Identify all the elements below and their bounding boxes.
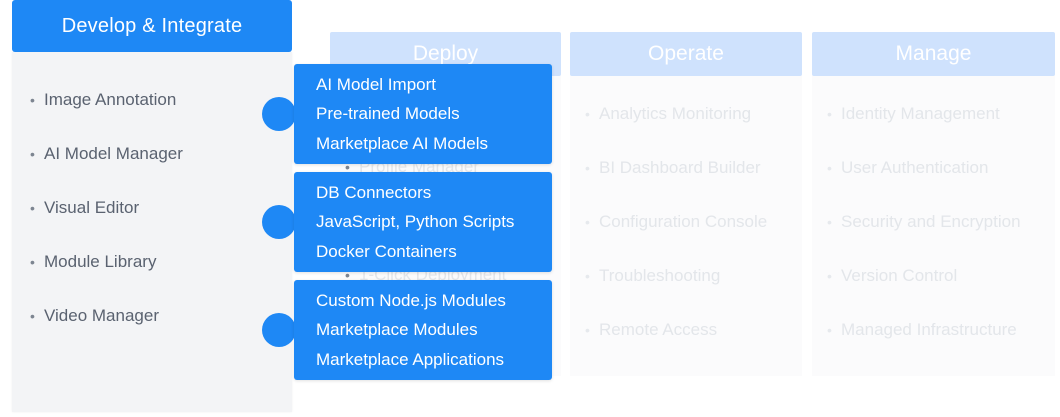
bullet: • [30, 200, 35, 216]
develop-header: Develop & Integrate [12, 0, 292, 52]
manage-list: • Identity Management • User Authenticatio… [827, 87, 1021, 357]
develop-item-label: Video Manager [44, 306, 159, 325]
bullet: • [30, 254, 35, 270]
bullet: • [827, 160, 832, 176]
operate-column [570, 66, 802, 376]
list-item: • Visual Editor [30, 181, 183, 235]
bullet: • [827, 322, 832, 338]
list-item: • Troubleshooting [585, 249, 767, 303]
list-item: • User Authentication [827, 141, 1021, 195]
bullet: • [585, 322, 590, 338]
callout-line: Pre-trained Models [316, 104, 460, 124]
manage-header: Manage [812, 32, 1055, 76]
connector-dot [262, 313, 296, 347]
bullet: • [345, 159, 350, 175]
manage-column [812, 66, 1055, 376]
list-item: • Identity Management [827, 87, 1021, 141]
callout-line: AI Model Import [316, 74, 436, 94]
connector-dot [262, 97, 296, 131]
callout-line: Marketplace Modules [316, 320, 478, 340]
develop-item-label: Image Annotation [44, 90, 177, 109]
bullet: • [827, 214, 832, 230]
manage-item-label: Security and Encryption [841, 212, 1021, 231]
manage-item-label: Managed Infrastructure [841, 320, 1017, 339]
bullet: • [585, 214, 590, 230]
bullet: • [30, 92, 35, 108]
bullet: • [585, 268, 590, 284]
list-item: • Module Library [30, 235, 183, 289]
callout-line: Marketplace AI Models [316, 133, 488, 153]
bullet: • [585, 106, 590, 122]
list-item: • Image Annotation [30, 73, 183, 127]
list-item: • Remote Access [585, 303, 767, 357]
operate-list: • Analytics Monitoring • BI Dashboard Buil… [585, 87, 767, 357]
bullet: • [827, 268, 832, 284]
list-item: • Version Control [827, 249, 1021, 303]
manage-title: Manage [895, 42, 972, 65]
list-item: • Managed Infrastructure [827, 303, 1021, 357]
bullet: • [30, 308, 35, 324]
manage-item-label: Identity Management [841, 104, 1000, 123]
bullet: • [827, 106, 832, 122]
manage-item-label: User Authentication [841, 158, 989, 177]
bullet: • [30, 146, 35, 162]
develop-item-label: AI Model Manager [44, 144, 183, 163]
deploy-title: Deploy [412, 42, 479, 65]
operate-item-label: Analytics Monitoring [599, 104, 752, 123]
list-item: • BI Dashboard Builder [585, 141, 767, 195]
develop-item-label: Module Library [44, 252, 157, 271]
bullet: • [345, 267, 350, 283]
develop-list: • Image Annotation • AI Model Manager • Vis… [30, 73, 183, 343]
callout-line: Custom Node.js Modules [316, 290, 506, 310]
operate-item-label: Remote Access [599, 320, 718, 339]
operate-header: Operate [570, 32, 802, 76]
manage-item-label: Version Control [841, 266, 958, 285]
callout-line: DB Connectors [316, 182, 432, 202]
list-item: • Video Manager [30, 289, 183, 343]
list-item: • Security and Encryption [827, 195, 1021, 249]
develop-item-label: Visual Editor [44, 198, 140, 217]
callout-connectors: DB Connectors JavaScript, Python Scripts… [294, 172, 552, 272]
callout-line: Marketplace Applications [316, 349, 505, 369]
connector-dot [262, 205, 296, 239]
operate-item-label: BI Dashboard Builder [599, 158, 761, 177]
callout-ai-models: AI Model Import Pre-trained Models Marke… [294, 64, 552, 164]
operate-item-label: Configuration Console [599, 212, 768, 231]
callout-line: Docker Containers [316, 241, 457, 261]
list-item: • Configuration Console [585, 195, 767, 249]
list-item: • AI Model Manager [30, 127, 183, 181]
operate-item-label: Troubleshooting [599, 266, 721, 285]
bullet: • [585, 160, 590, 176]
develop-title: Develop & Integrate [61, 14, 243, 37]
operate-title: Operate [648, 42, 724, 65]
callout-line: JavaScript, Python Scripts [316, 212, 515, 232]
callout-modules: Custom Node.js Modules Marketplace Modul… [294, 280, 552, 380]
list-item: • Analytics Monitoring [585, 87, 767, 141]
develop-column [12, 52, 292, 412]
